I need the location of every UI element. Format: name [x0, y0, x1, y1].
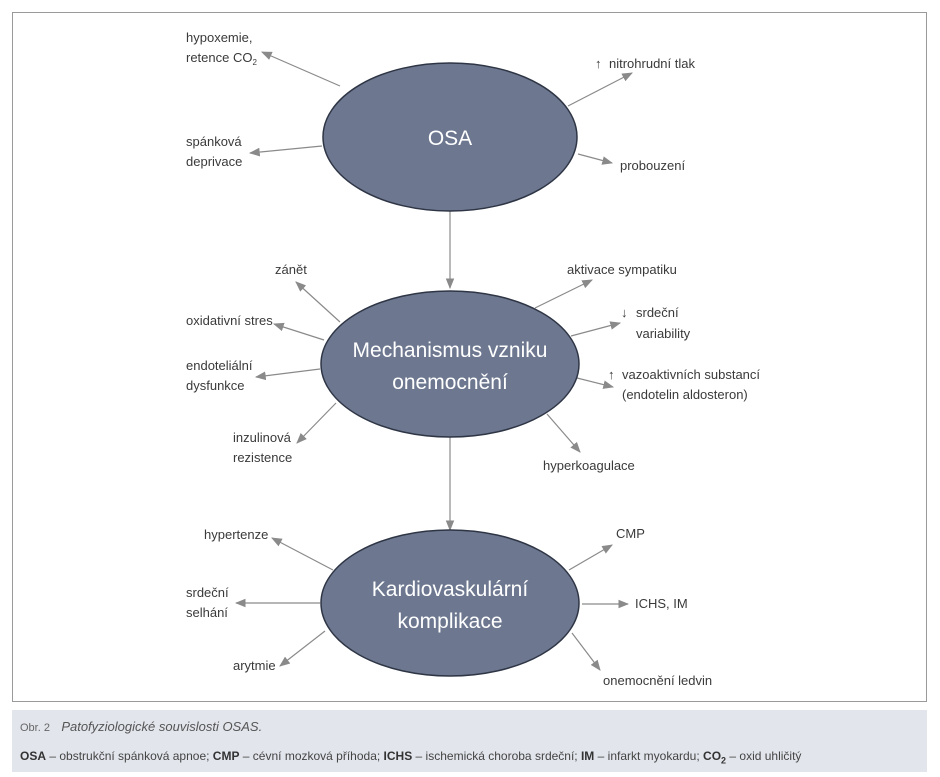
abbr-osa: OSA — [20, 749, 47, 763]
label-endothelial-dysfunction-line2: dysfunkce — [186, 378, 245, 393]
label-hypercoagulation: hyperkoagulace — [543, 458, 635, 473]
arrow-cmp — [568, 544, 613, 571]
up-arrow-icon: ↑ — [595, 56, 602, 71]
down-arrow-icon: ↓ — [621, 305, 628, 320]
abbr-im-text: – infarkt myokardu; — [594, 749, 704, 763]
label-hypertension: hypertenze — [204, 527, 268, 542]
label-vasoactive-substances-line1: vazoaktivních substancí — [622, 367, 760, 382]
arrow-hypoxemia — [261, 51, 341, 87]
abbr-osa-text: – obstrukční spánková apnoe; — [46, 749, 213, 763]
up-arrow-icon: ↑ — [608, 367, 615, 382]
arrow-oxidative-stress — [272, 322, 325, 341]
label-hypoxemia-line1: hypoxemie, — [186, 30, 252, 45]
arrow-heart-variability — [570, 321, 622, 337]
caption-heading: Obr. 2 Patofyziologické souvislosti OSAS… — [20, 716, 919, 738]
figure-caption: Obr. 2 Patofyziologické souvislosti OSAS… — [12, 710, 927, 772]
abbr-co2-text: – oxid uhličitý — [726, 749, 802, 763]
label-heart-failure-line1: srdeční — [186, 585, 229, 600]
arrow-insulin-resistance — [296, 402, 337, 444]
label-arrhythmia: arytmie — [233, 658, 276, 673]
label-insulin-resistance-line1: inzulinová — [233, 430, 292, 445]
label-heart-variability-line2: variability — [636, 326, 691, 341]
arrow-sleep-deprivation — [248, 145, 323, 157]
label-arousal: probouzení — [620, 158, 685, 173]
node-mechanism — [320, 290, 580, 438]
arrow-sympathetic-activation — [534, 279, 593, 309]
node-mechanism-label-line1: Mechanismus vzniku — [353, 339, 548, 362]
label-inflammation: zánět — [275, 262, 307, 277]
label-cmp: CMP — [616, 526, 645, 541]
label-heart-variability-line1: srdeční — [636, 305, 679, 320]
abbr-ichs: ICHS — [383, 749, 413, 763]
label-intrathoracic-pressure: nitrohrudní tlak — [609, 56, 695, 71]
abbr-im: IM — [580, 749, 595, 763]
label-ichs-im: ICHS, IM — [635, 596, 688, 611]
label-kidney-disease: onemocnění ledvin — [603, 673, 712, 688]
abbr-cmp: CMP — [212, 749, 240, 763]
node-complications-label-line1: Kardiovaskulární — [372, 578, 529, 601]
label-heart-failure-line2: selhání — [186, 605, 228, 620]
figure-number: Obr. 2 — [20, 722, 50, 734]
abbreviation-legend: OSA – obstrukční spánková apnoe; CMP – c… — [20, 748, 919, 768]
label-sleep-deprivation-line1: spánková — [186, 134, 242, 149]
arrow-hypertension — [271, 537, 334, 571]
label-sympathetic-activation: aktivace sympatiku — [567, 262, 677, 277]
label-vasoactive-substances-line2: (endotelin aldosteron) — [622, 387, 748, 402]
arrow-inflammation — [295, 281, 341, 323]
label-endothelial-dysfunction-line1: endoteliální — [186, 358, 253, 373]
node-osa-label: OSA — [428, 127, 472, 150]
arrow-vasoactive-substances — [576, 377, 615, 389]
label-insulin-resistance-line2: rezistence — [233, 450, 292, 465]
node-complications — [320, 529, 580, 677]
node-complications-label-line2: komplikace — [397, 610, 502, 633]
node-mechanism-label-line2: onemocnění — [392, 371, 508, 394]
arrow-intrathoracic-pressure — [567, 72, 633, 107]
label-oxidative-stress: oxidativní stres — [186, 313, 273, 328]
abbr-cmp-text: – cévní mozková příhoda; — [239, 749, 384, 763]
figure-title: Patofyziologické souvislosti OSAS. — [61, 719, 263, 734]
arrow-arrhythmia — [279, 630, 326, 667]
label-hypoxemia-line2: retence CO2 — [186, 50, 257, 67]
label-sleep-deprivation-line2: deprivace — [186, 154, 242, 169]
abbr-co2: CO2 — [703, 749, 727, 766]
arrow-kidney-disease — [571, 632, 601, 671]
arrow-arousal — [577, 153, 614, 165]
abbr-ichs-text: – ischemická choroba srdeční; — [412, 749, 581, 763]
arrow-hypercoagulation — [546, 413, 581, 453]
arrow-endothelial-dysfunction — [254, 368, 321, 381]
node-osa — [322, 62, 578, 212]
